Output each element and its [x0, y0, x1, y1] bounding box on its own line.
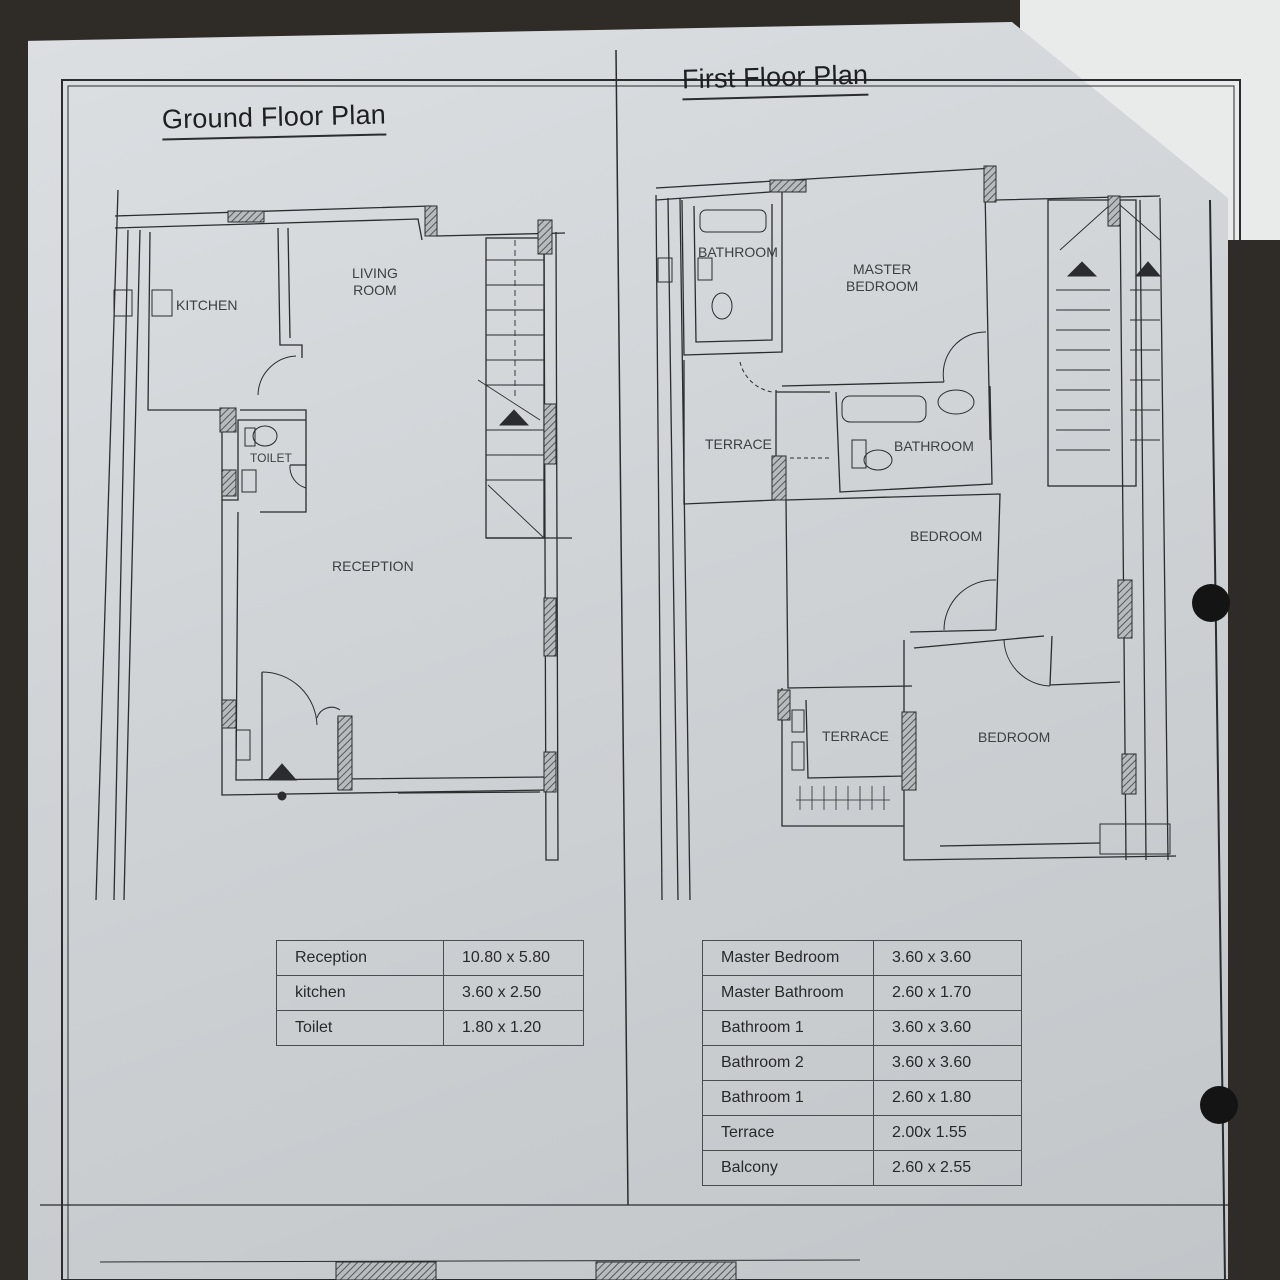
schedule-room: Terrace — [702, 1115, 874, 1151]
schedule-size: 2.00x 1.55 — [873, 1115, 1022, 1151]
schedule-room: Bathroom 1 — [702, 1080, 874, 1116]
ground-floor-stairs — [477, 240, 545, 539]
room-label-bathroom-mid: BATHROOM — [894, 438, 974, 454]
room-label-bedroom-bottom: BEDROOM — [978, 729, 1051, 745]
bottom-elevation-strip — [99, 1259, 861, 1280]
schedule-room: Balcony — [702, 1150, 874, 1186]
schedule-size: 3.60 x 3.60 — [873, 940, 1022, 976]
drawing-sheet — [28, 22, 1228, 1280]
ground-floor-columns — [219, 205, 557, 793]
ground-floor-title: Ground Floor Plan — [161, 99, 387, 141]
binder-hole — [1192, 584, 1230, 622]
table-row: Master Bathroom 2.60 x 1.70 — [702, 975, 1022, 1011]
ground-floor-walls — [95, 189, 572, 901]
ground-floor-room-schedule: Reception 10.80 x 5.80 kitchen 3.60 x 2.… — [276, 940, 584, 1046]
table-row: Toilet 1.80 x 1.20 — [276, 1010, 584, 1046]
first-floor-title: First Floor Plan — [681, 59, 869, 101]
schedule-size: 3.60 x 3.60 — [873, 1045, 1022, 1081]
table-row: Terrace 2.00x 1.55 — [702, 1115, 1022, 1151]
schedule-size: 10.80 x 5.80 — [443, 940, 584, 976]
schedule-room: Bathroom 1 — [702, 1010, 874, 1046]
room-label-bedroom-mid: BEDROOM — [910, 528, 983, 544]
table-row: Balcony 2.60 x 2.55 — [702, 1150, 1022, 1186]
table-row: Master Bedroom 3.60 x 3.60 — [702, 940, 1022, 976]
schedule-size: 2.60 x 1.80 — [873, 1080, 1022, 1116]
schedule-room: Toilet — [276, 1010, 444, 1046]
room-label-reception: RECEPTION — [332, 558, 414, 574]
schedule-room: kitchen — [276, 975, 444, 1011]
room-label-terrace-top: TERRACE — [705, 436, 772, 452]
table-row: Reception 10.80 x 5.80 — [276, 940, 584, 976]
schedule-size: 2.60 x 1.70 — [873, 975, 1022, 1011]
room-label-kitchen: KITCHEN — [176, 297, 238, 313]
schedule-size: 2.60 x 2.55 — [873, 1150, 1022, 1186]
table-row: Bathroom 2 3.60 x 3.60 — [702, 1045, 1022, 1081]
room-label-bathroom-top: BATHROOM — [698, 244, 778, 260]
room-label-living-room: LIVING ROOM — [352, 265, 398, 298]
room-label-terrace-bottom: TERRACE — [822, 728, 889, 744]
first-floor-columns — [769, 165, 1137, 795]
room-label-master-bedroom: MASTER BEDROOM — [846, 261, 919, 294]
table-row: Bathroom 1 3.60 x 3.60 — [702, 1010, 1022, 1046]
schedule-room: Master Bathroom — [702, 975, 874, 1011]
first-floor-fixtures — [657, 209, 1171, 855]
table-row: kitchen 3.60 x 2.50 — [276, 975, 584, 1011]
schedule-room: Bathroom 2 — [702, 1045, 874, 1081]
schedule-size: 3.60 x 3.60 — [873, 1010, 1022, 1046]
first-floor-walls — [655, 167, 1177, 901]
first-floor-room-schedule: Master Bedroom 3.60 x 3.60 Master Bathro… — [702, 940, 1022, 1186]
ground-floor-doors — [257, 355, 341, 801]
room-label-toilet: TOILET — [250, 451, 292, 465]
schedule-size: 1.80 x 1.20 — [443, 1010, 584, 1046]
table-row: Bathroom 1 2.60 x 1.80 — [702, 1080, 1022, 1116]
schedule-room: Master Bedroom — [702, 940, 874, 976]
schedule-room: Reception — [276, 940, 444, 976]
schedule-size: 3.60 x 2.50 — [443, 975, 584, 1011]
binder-hole — [1200, 1086, 1238, 1124]
first-floor-stairs — [1056, 204, 1161, 451]
first-floor-doors — [739, 331, 1051, 687]
sheet-frame — [40, 49, 1241, 1280]
ground-floor-fixtures — [113, 289, 278, 761]
